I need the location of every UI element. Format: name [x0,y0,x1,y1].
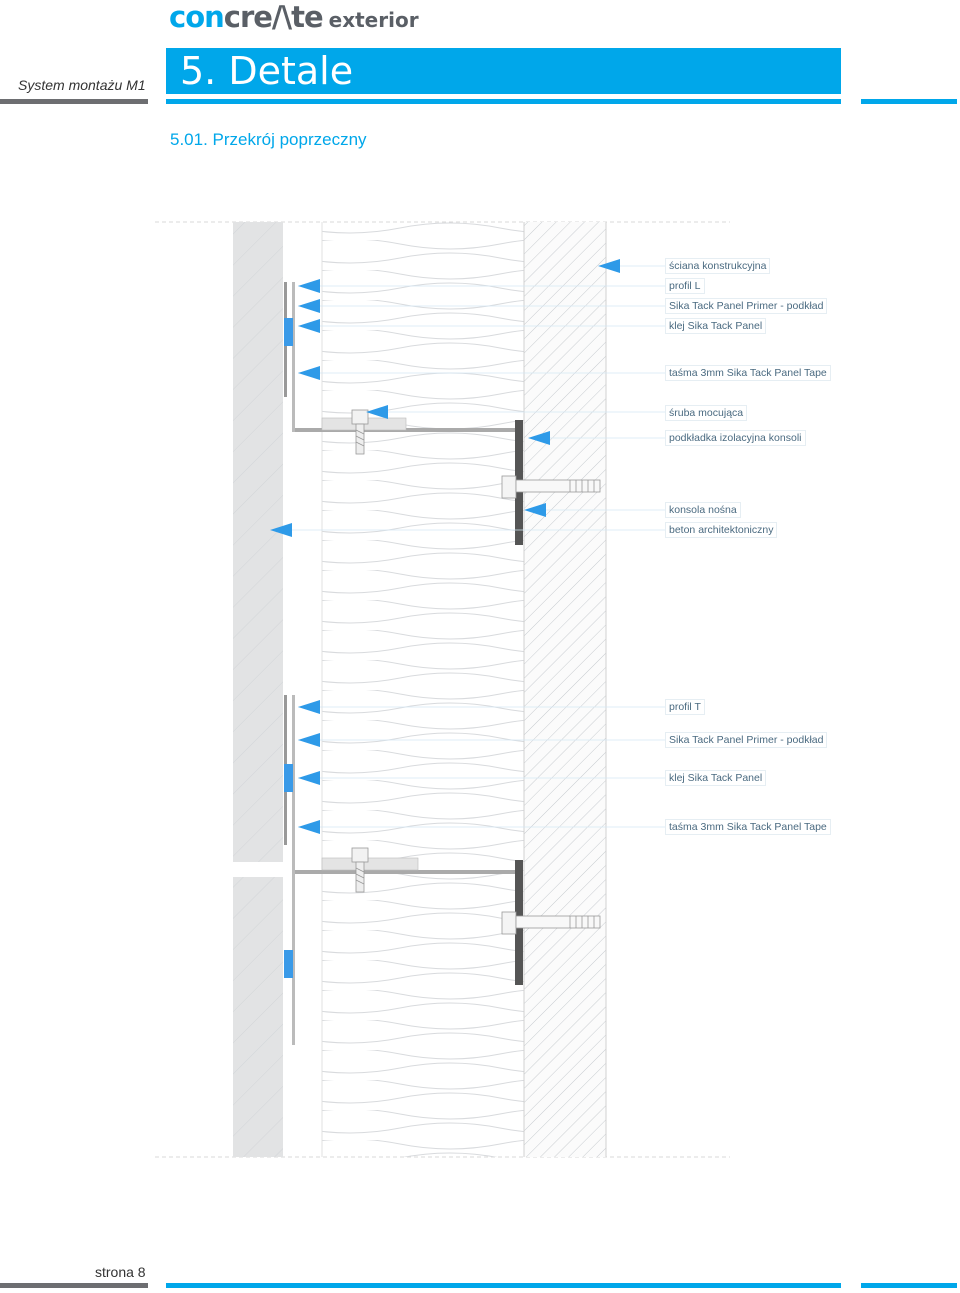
logo-sub: exterior [328,8,419,32]
arrow-wall [598,259,620,273]
page-title: 5. Detale [180,49,354,93]
logo-main: concre/\te [169,0,324,34]
adhesive-lower-1 [284,764,293,792]
label-structural-wall: ściana konstrukcyjna [665,258,771,274]
bottom-rule-blue-right [861,1283,957,1288]
arrow-tape-2 [298,820,320,834]
label-profile-l: profil L [665,278,705,294]
label-screw: śruba mocująca [665,405,748,421]
bottom-rule-blue [166,1283,841,1288]
adhesive-upper [284,318,293,346]
label-concrete: beton architektoniczny [665,522,778,538]
arrow-profile-t [298,700,320,714]
arrow-primer [298,299,320,313]
arrow-tape [298,366,320,380]
insulation-layer [322,222,524,1157]
arrow-screw [366,405,388,419]
section-title: 5.01. Przekrój poprzeczny [170,130,367,149]
label-tape: taśma 3mm Sika Tack Panel Tape [665,365,831,381]
label-profile-t: profil T [665,699,705,715]
arrow-console [524,503,546,517]
arrow-primer-2 [298,733,320,747]
arrow-concrete [270,523,292,537]
label-primer: Sika Tack Panel Primer - podkład [665,298,828,314]
label-tape-2: taśma 3mm Sika Tack Panel Tape [665,819,831,835]
header-band [166,48,841,94]
label-glue-2: klej Sika Tack Panel [665,770,767,786]
adhesive-lower-2 [284,950,293,978]
label-glue: klej Sika Tack Panel [665,318,767,334]
top-rule-blue [166,99,841,104]
label-primer-2: Sika Tack Panel Primer - podkład [665,732,828,748]
arrow-profile-l [298,279,320,293]
arrow-glue [298,319,320,333]
bottom-rule-gray [0,1283,148,1288]
arrow-glue-2 [298,771,320,785]
label-console: konsola nośna [665,502,741,518]
system-tagline: System montażu M1 [18,77,146,93]
top-rule-gray [0,99,148,104]
page-number: strona 8 [95,1264,146,1280]
arrow-washer [528,431,550,445]
top-rule-blue-right [861,99,957,104]
label-washer: podkładka izolacyjna konsoli [665,430,806,446]
